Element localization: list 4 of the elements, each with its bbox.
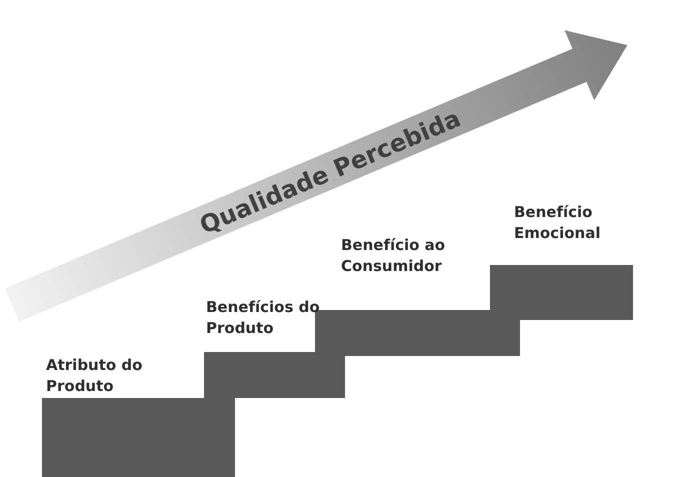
step-label: Benefício ao Consumidor bbox=[341, 235, 481, 277]
step-label: Atributo do Produto bbox=[46, 355, 186, 397]
step-label: Benefício Emocional bbox=[514, 202, 624, 244]
step-label: Benefícios do Produto bbox=[206, 297, 321, 339]
